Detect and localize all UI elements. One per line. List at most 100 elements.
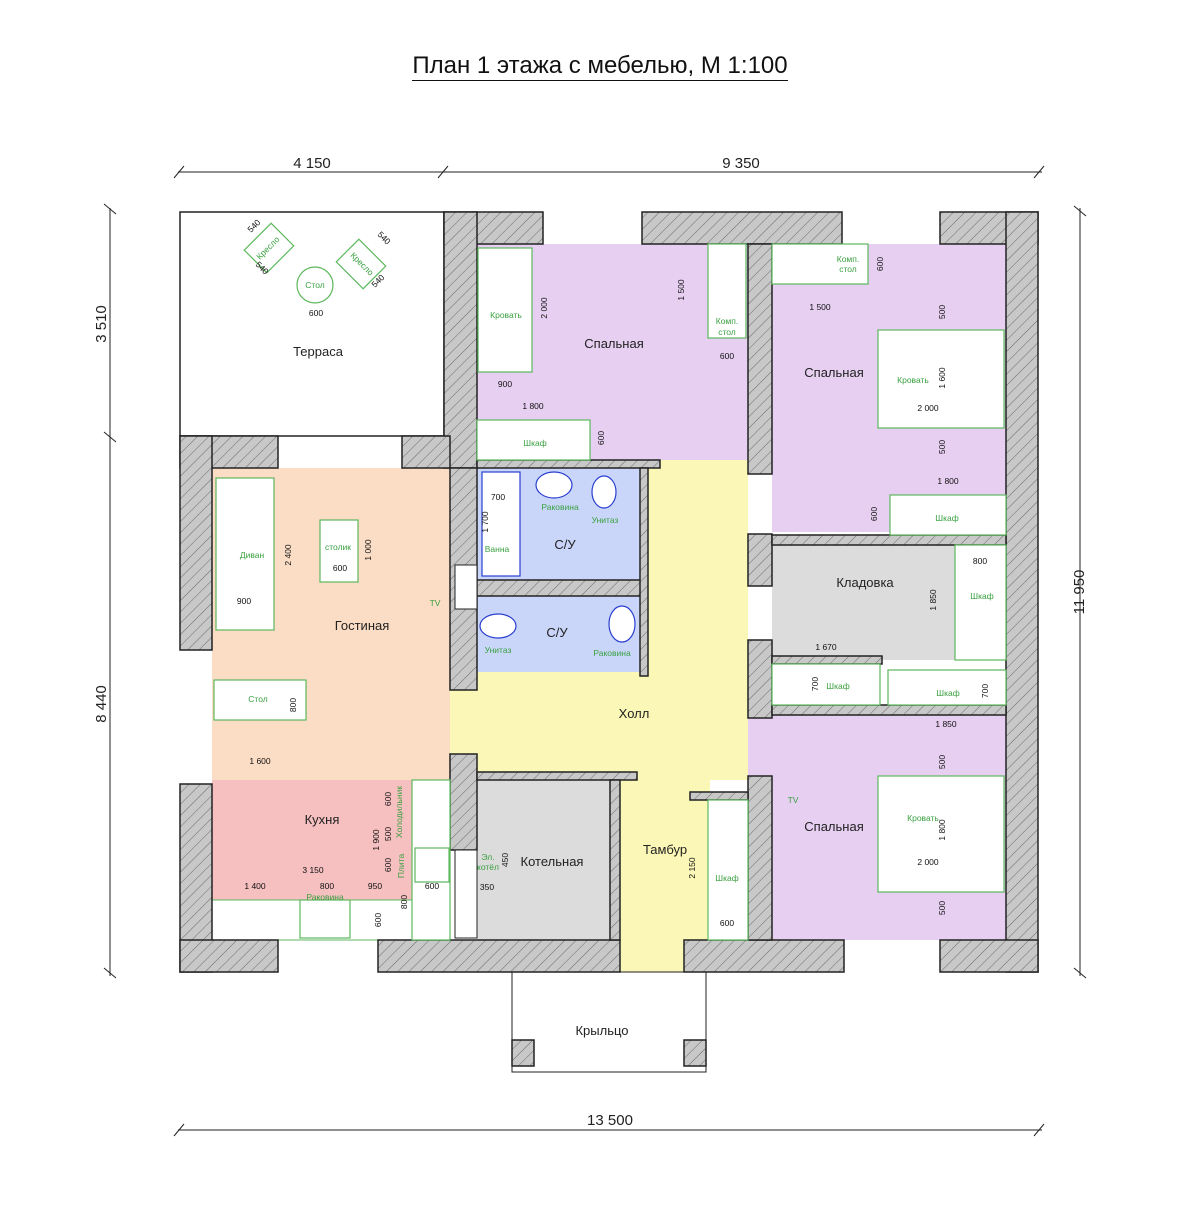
- furniture-label: Стол: [305, 280, 324, 290]
- furniture-label: Стол: [248, 694, 267, 704]
- room-label: Кухня: [305, 812, 340, 827]
- dimension-label: 900: [237, 596, 251, 606]
- dimension-label: 1 400: [244, 881, 266, 891]
- dimension-label: 600: [425, 881, 439, 891]
- dimension-label: 1 850: [935, 719, 957, 729]
- dimension-label: 600: [869, 507, 879, 521]
- dimension-label: 1 900: [371, 829, 381, 851]
- dimension-label: 1 670: [815, 642, 837, 652]
- page-title: План 1 этажа с мебелью, М 1:100: [0, 52, 1200, 81]
- dimension-label: 700: [491, 492, 505, 502]
- furniture-label: Раковина: [541, 502, 579, 512]
- dimension-label: 500: [937, 901, 947, 915]
- room-label: Гостиная: [335, 618, 390, 633]
- dimension-label: 1 850: [928, 589, 938, 611]
- room-label: С/У: [554, 537, 576, 552]
- dimension-label: 1 500: [676, 279, 686, 301]
- room-label: С/У: [546, 625, 568, 640]
- dimension-label: 700: [810, 677, 820, 691]
- furniture-label: TV: [788, 795, 799, 805]
- title-text: План 1 этажа с мебелью, М 1:100: [412, 52, 788, 81]
- furniture-label: Эл.: [481, 852, 494, 862]
- furniture-label: Шкаф: [970, 591, 993, 601]
- furniture-label: Шкаф: [715, 873, 738, 883]
- furniture-label: Комп.: [837, 254, 860, 264]
- dimension-label: 600: [596, 431, 606, 445]
- overall-dimension-labels: 4 150 9 350 3 510 8 440 11 950 13 500: [93, 155, 1088, 1129]
- furniture-label: столик: [325, 542, 351, 552]
- furniture-label: Раковина: [306, 892, 344, 902]
- furniture-label: TV: [430, 598, 441, 608]
- furniture-shapes: [213, 222, 1007, 941]
- dimension-label: 500: [937, 755, 947, 769]
- furniture-label: стол: [839, 264, 857, 274]
- room-label: Крыльцо: [575, 1023, 628, 1038]
- room-label: Холл: [619, 706, 650, 721]
- dimension-label: 800: [320, 881, 334, 891]
- dimension-label: 600: [720, 918, 734, 928]
- dimension-label: 2 000: [539, 297, 549, 319]
- dimension-label: 600: [720, 351, 734, 361]
- dimension-label: 1 500: [809, 302, 831, 312]
- room-label: Тамбур: [643, 842, 687, 857]
- room-label: Кладовка: [836, 575, 894, 590]
- dimension-label: 2 150: [687, 857, 697, 879]
- dimension-label: 600: [383, 792, 393, 806]
- dimension-label: 350: [480, 882, 494, 892]
- furniture-label: Унитаз: [485, 645, 512, 655]
- furniture-label: Плита: [396, 854, 406, 879]
- room-labels: ТеррасаСпальнаяСпальнаяС/УС/УКладовкаГос…: [293, 336, 894, 1038]
- dimension-lines: [103, 165, 1087, 1137]
- room-label: Котельная: [521, 854, 584, 869]
- dimension-label: 900: [498, 379, 512, 389]
- room-label: Спальная: [584, 336, 643, 351]
- dimension-label: 2 000: [917, 857, 939, 867]
- furniture-label: Диван: [240, 550, 265, 560]
- dimension-label: 1 800: [937, 476, 959, 486]
- dimension-label: 600: [373, 913, 383, 927]
- furniture-label: Шкаф: [523, 438, 546, 448]
- dim-bottom: 13 500: [587, 1112, 633, 1129]
- dimension-label: 600: [309, 308, 323, 318]
- furniture-label: Шкаф: [936, 688, 959, 698]
- dimension-label: 600: [383, 858, 393, 872]
- dimension-label: 800: [973, 556, 987, 566]
- dimension-label: 700: [980, 684, 990, 698]
- boiler-room-floor: [477, 780, 610, 940]
- dimension-label: 1 600: [249, 756, 271, 766]
- dim-right: 11 950: [1071, 570, 1088, 615]
- dimension-label: 450: [500, 853, 510, 867]
- dimension-label: 950: [368, 881, 382, 891]
- dimension-label: 1 800: [522, 401, 544, 411]
- room-label: Спальная: [804, 819, 863, 834]
- furniture-label: Ванна: [485, 544, 510, 554]
- dimension-label: 600: [333, 563, 347, 573]
- furniture-label: Холодильник: [394, 786, 404, 838]
- furniture-label: Комп.: [716, 316, 739, 326]
- dimension-label: 3 150: [302, 865, 324, 875]
- furniture-label: Шкаф: [935, 513, 958, 523]
- dimension-label: 800: [399, 895, 409, 909]
- furniture-label: Раковина: [593, 648, 631, 658]
- dim-left-top: 3 510: [93, 305, 110, 343]
- dimension-label: 1 700: [480, 511, 490, 533]
- dim-left-bottom: 8 440: [93, 685, 110, 723]
- furniture-label: Унитаз: [592, 515, 619, 525]
- furniture-label: котёл: [477, 862, 499, 872]
- dimension-label: 2 000: [917, 403, 939, 413]
- dimension-label: 800: [288, 698, 298, 712]
- porch-floor: [511, 971, 707, 1073]
- room-label: Спальная: [804, 365, 863, 380]
- dimension-label: 600: [875, 257, 885, 271]
- furniture-label: Кровать: [897, 375, 929, 385]
- terrace-floor: [179, 211, 445, 437]
- dimension-label: 2 400: [283, 544, 293, 566]
- furniture-label: стол: [718, 327, 736, 337]
- dimension-label: 500: [937, 440, 947, 454]
- dimension-label: 1 800: [937, 819, 947, 841]
- dimension-label: 500: [383, 827, 393, 841]
- walls: [179, 211, 1039, 1067]
- furniture-label: Кровать: [907, 813, 939, 823]
